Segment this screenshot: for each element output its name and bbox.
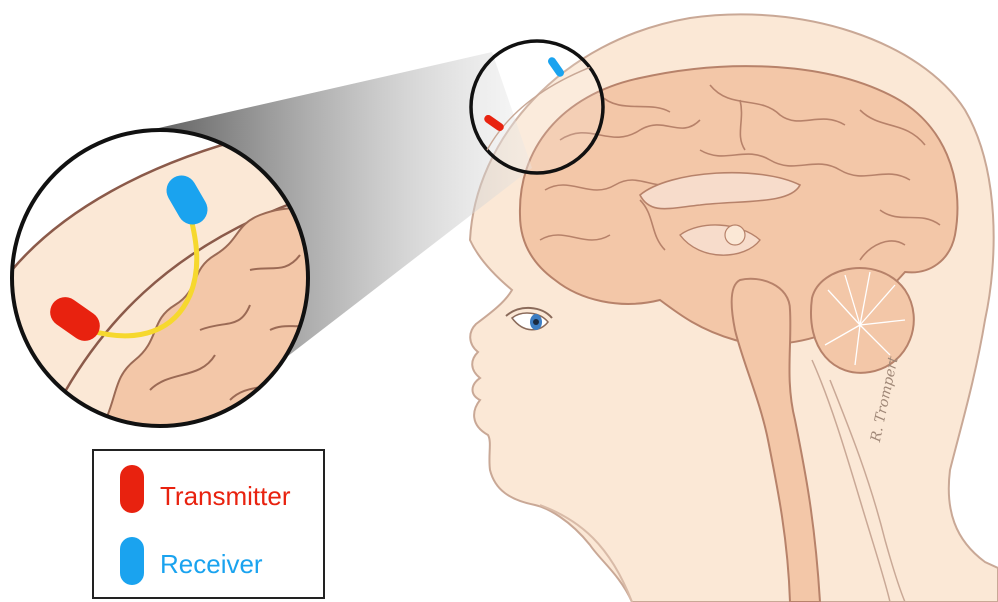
legend-transmitter-label: Transmitter bbox=[160, 481, 291, 512]
legend: Transmitter Receiver bbox=[92, 449, 325, 599]
receiver-swatch bbox=[120, 537, 144, 585]
legend-receiver-label: Receiver bbox=[160, 549, 263, 580]
transmitter-swatch bbox=[120, 465, 144, 513]
